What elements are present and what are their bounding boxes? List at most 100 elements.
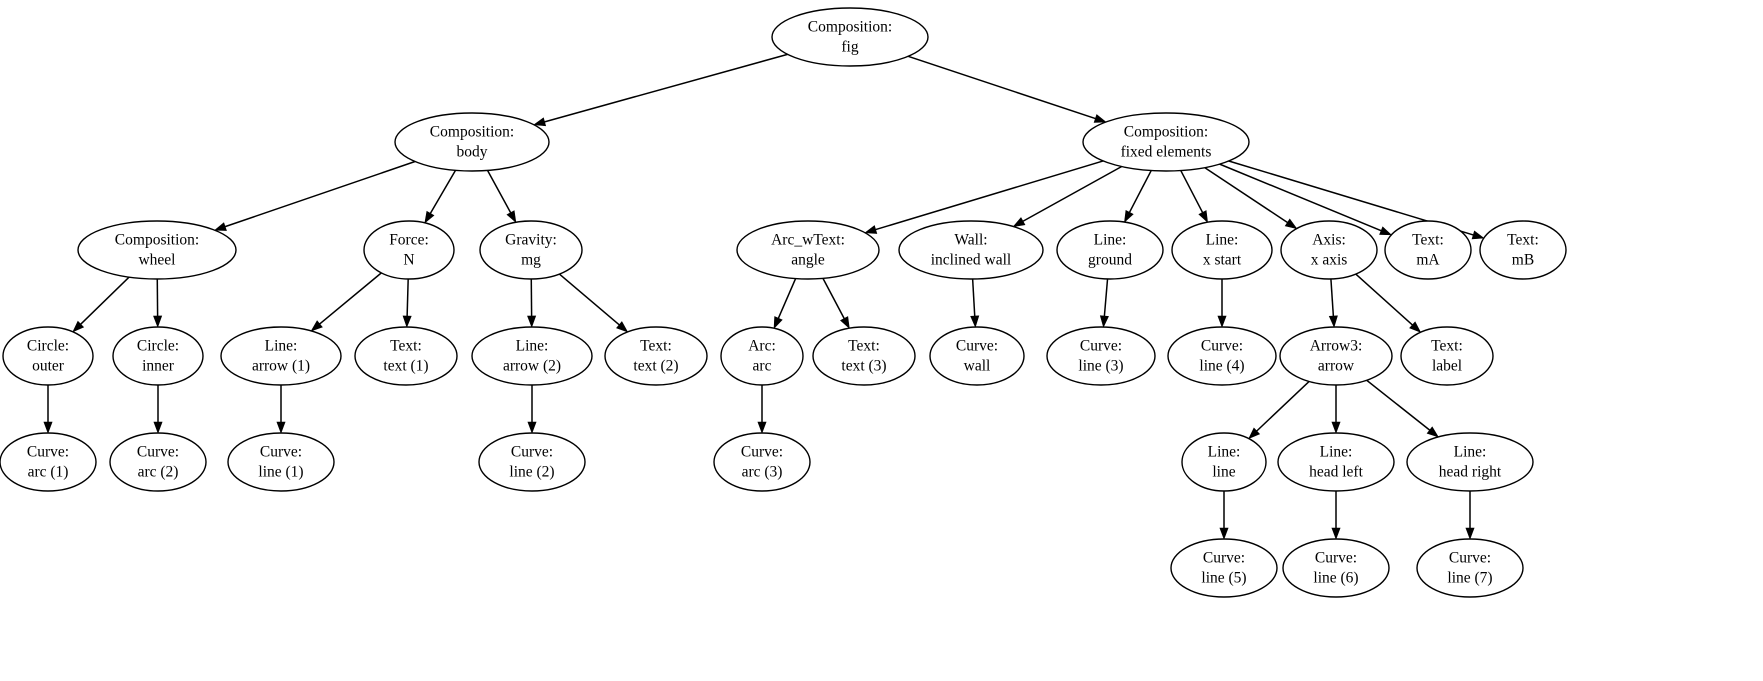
node-linexstart[interactable]: Line:x start — [1171, 220, 1273, 280]
node-curveline5[interactable]: Curve:line (5) — [1170, 538, 1278, 598]
node-ellipse-shape[interactable] — [220, 326, 342, 386]
node-ellipse-shape[interactable] — [1416, 538, 1524, 598]
node-ellipse-shape[interactable] — [929, 326, 1025, 386]
node-ellipse-shape[interactable] — [1046, 326, 1156, 386]
node-ellipse-shape[interactable] — [109, 432, 207, 492]
edge-wall-to-curvewall — [970, 278, 980, 328]
node-ellipse-shape[interactable] — [227, 432, 335, 492]
node-curveline7[interactable]: Curve:line (7) — [1416, 538, 1524, 598]
node-label-name: fixed elements — [1121, 144, 1212, 161]
node-label-type: Text: — [390, 338, 422, 355]
node-curveline1[interactable]: Curve: line (1) — [227, 432, 335, 492]
node-label-type: Curve: — [260, 444, 302, 461]
node-curvewall[interactable]: Curve:wall — [929, 326, 1025, 386]
node-arcarc[interactable]: Arc:arc — [720, 326, 804, 386]
node-ellipse-shape[interactable] — [1277, 432, 1395, 492]
node-ellipse-shape[interactable] — [0, 432, 97, 492]
edge-line — [1330, 278, 1335, 317]
node-curveline4[interactable]: Curve:line (4) — [1167, 326, 1277, 386]
node-arrow3[interactable]: Arrow3:arrow — [1279, 326, 1393, 386]
node-ellipse-shape[interactable] — [736, 220, 880, 280]
edge-line — [1180, 170, 1204, 213]
node-curvearc2[interactable]: Curve:arc (2) — [109, 432, 207, 492]
node-lineheadright[interactable]: Line:head right — [1406, 432, 1534, 492]
node-wall[interactable]: Wall:inclined wall — [898, 220, 1044, 280]
arrowhead-icon — [1012, 217, 1026, 227]
node-label-name: line (1) — [258, 464, 303, 481]
node-wheel[interactable]: Composition:wheel — [77, 220, 237, 280]
node-ellipse-shape[interactable] — [1082, 112, 1250, 172]
node-label-type: Line: — [1320, 444, 1353, 461]
node-body[interactable]: Composition:body — [394, 112, 550, 172]
node-arcwtext[interactable]: Arc_wText:angle — [736, 220, 880, 280]
node-ellipse-shape[interactable] — [354, 326, 458, 386]
node-label-name: text (2) — [633, 358, 678, 375]
node-curvearc3[interactable]: Curve:arc (3) — [713, 432, 811, 492]
node-label-type: Line: — [1454, 444, 1487, 461]
node-ellipse-shape[interactable] — [898, 220, 1044, 280]
node-curveline3[interactable]: Curve:line (3) — [1046, 326, 1156, 386]
node-ellipse-shape[interactable] — [1056, 220, 1164, 280]
node-label-type: Curve: — [511, 444, 553, 461]
node-label-name: mA — [1416, 252, 1440, 269]
edge-body-to-wheel — [213, 160, 416, 231]
node-forceN[interactable]: Force:N — [363, 220, 455, 280]
node-lineline[interactable]: Line:line — [1181, 432, 1267, 492]
node-curveline2[interactable]: Curve:line (2) — [478, 432, 586, 492]
node-textmA[interactable]: Text:mA — [1384, 220, 1472, 280]
node-circleouter[interactable]: Circle:outer — [2, 326, 94, 386]
node-ellipse-shape[interactable] — [1479, 220, 1567, 280]
node-texttext1[interactable]: Text:text (1) — [354, 326, 458, 386]
edge-linexstart-to-curveline4 — [1217, 279, 1227, 328]
node-lineheadleft[interactable]: Line: head left — [1277, 432, 1395, 492]
node-ellipse-shape[interactable] — [1167, 326, 1277, 386]
node-ellipse-shape[interactable] — [604, 326, 708, 386]
arrowhead-icon — [616, 321, 629, 333]
node-ellipse-shape[interactable] — [363, 220, 455, 280]
node-curvearc1[interactable]: Curve:arc (1) — [0, 432, 97, 492]
node-ellipse-shape[interactable] — [1282, 538, 1390, 598]
node-circleinner[interactable]: Circle:inner — [112, 326, 204, 386]
node-ellipse-shape[interactable] — [478, 432, 586, 492]
edge-line — [1355, 273, 1413, 326]
node-ellipse-shape[interactable] — [1280, 220, 1378, 280]
node-label-type: Curve: — [741, 444, 783, 461]
node-ellipse-shape[interactable] — [771, 7, 929, 67]
node-texttext2[interactable]: Text:text (2) — [604, 326, 708, 386]
node-axis[interactable]: Axis:x axis — [1280, 220, 1378, 280]
node-ellipse-shape[interactable] — [1171, 220, 1273, 280]
node-label-name: inner — [142, 358, 175, 375]
node-textmB[interactable]: Text:mB — [1479, 220, 1567, 280]
node-ellipse-shape[interactable] — [1400, 326, 1494, 386]
node-curveline6[interactable]: Curve:line (6) — [1282, 538, 1390, 598]
arrowhead-icon — [1409, 321, 1422, 333]
node-ellipse-shape[interactable] — [2, 326, 94, 386]
arrowhead-icon — [276, 421, 286, 434]
node-linearrow1[interactable]: Line:arrow (1) — [220, 326, 342, 386]
edge-linearrow2-to-curveline2 — [527, 385, 537, 434]
node-label-name: head left — [1309, 464, 1363, 481]
node-ellipse-shape[interactable] — [1384, 220, 1472, 280]
node-ellipse-shape[interactable] — [77, 220, 237, 280]
node-ellipse-shape[interactable] — [479, 220, 583, 280]
node-ellipse-shape[interactable] — [720, 326, 804, 386]
node-texttext3[interactable]: Text:text (3) — [812, 326, 916, 386]
node-linearrow2[interactable]: Line:arrow (2) — [471, 326, 593, 386]
node-label-type: Circle: — [27, 338, 69, 355]
node-ellipse-shape[interactable] — [713, 432, 811, 492]
node-label-name: arrow (1) — [252, 358, 310, 375]
node-ellipse-shape[interactable] — [1170, 538, 1278, 598]
node-ellipse-shape[interactable] — [1279, 326, 1393, 386]
node-ellipse-shape[interactable] — [812, 326, 916, 386]
node-fig[interactable]: Composition:fig — [771, 7, 929, 67]
node-gravity[interactable]: Gravity:mg — [479, 220, 583, 280]
node-lineground[interactable]: Line:ground — [1056, 220, 1164, 280]
node-ellipse-shape[interactable] — [471, 326, 593, 386]
node-ellipse-shape[interactable] — [1406, 432, 1534, 492]
node-ellipse-shape[interactable] — [394, 112, 550, 172]
node-textlabel[interactable]: Text:label — [1400, 326, 1494, 386]
edge-fixed-to-linexstart — [1180, 170, 1208, 223]
node-fixed[interactable]: Composition:fixed elements — [1082, 112, 1250, 172]
node-ellipse-shape[interactable] — [112, 326, 204, 386]
node-ellipse-shape[interactable] — [1181, 432, 1267, 492]
